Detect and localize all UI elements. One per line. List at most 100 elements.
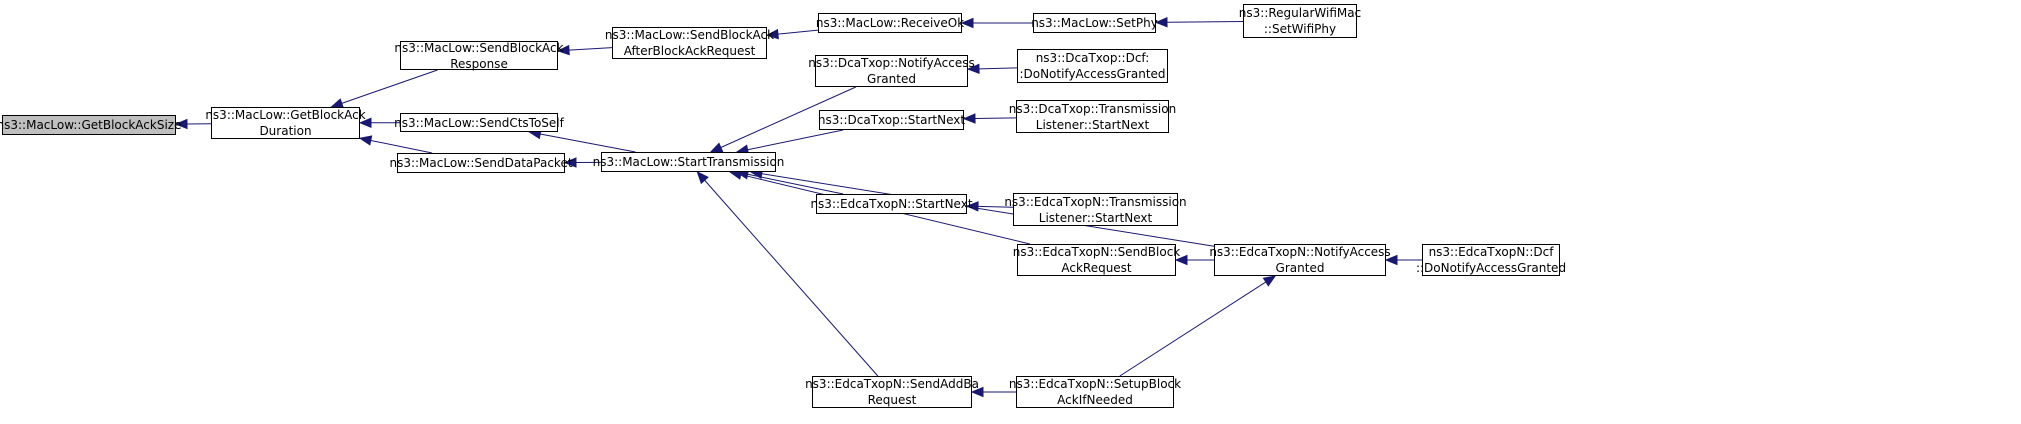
node-label-line: Granted — [867, 72, 916, 86]
edge-n17-to-n16 — [1174, 254, 1214, 266]
node-label-line: ns3::DcaTxop::NotifyAccess — [808, 56, 975, 70]
edge-line — [777, 29, 819, 35]
node-maclow-setphy[interactable]: ns3::MacLow::SetPhy — [1031, 13, 1158, 33]
edge-n19-to-n6 — [696, 171, 879, 377]
node-label: ns3::MacLow::SendDataPacket — [389, 155, 572, 171]
node-label-line: ns3::DcaTxop::Transmission — [1008, 101, 1177, 116]
edge-n13-to-n12 — [962, 113, 1017, 124]
node-label-line: Response — [450, 56, 508, 71]
node-regularwifimac-setwifiphy[interactable]: ns3::RegularWifiMac::SetWifiPhy — [1239, 4, 1361, 38]
node-label-line: ns3::MacLow::StartTransmission — [592, 155, 785, 169]
node-maclow-senddatapacket[interactable]: ns3::MacLow::SendDataPacket — [389, 153, 573, 173]
node-label: ns3::MacLow::GetBlockAckSize — [0, 117, 181, 133]
edge-n4-to-n1 — [358, 135, 433, 154]
node-label-line: ns3::MacLow::ReceiveOk — [815, 16, 965, 30]
node-label: ns3::MacLow::SetPhy — [1031, 15, 1158, 31]
edge-n20-to-n17 — [1119, 275, 1277, 377]
edge-line — [978, 67, 1018, 70]
node-label: ns3::DcaTxop::StartNext — [818, 112, 965, 128]
edge-n5-to-n2 — [556, 44, 613, 56]
node-label: ns3::RegularWifiMac::SetWifiPhy — [1239, 5, 1361, 37]
arrowhead-icon — [709, 142, 724, 153]
edge-line — [568, 47, 613, 51]
node-label-line: Listener::StartNext — [1038, 210, 1153, 225]
arrowhead-icon — [358, 135, 373, 146]
arrowhead-icon — [966, 63, 980, 75]
edge-n2-to-n1 — [330, 69, 438, 109]
edge-line — [341, 69, 438, 104]
edge-n6-to-n4 — [563, 157, 602, 168]
node-label-line: ns3::EdcaTxopN::Dcf — [1428, 245, 1554, 259]
node-label-line: AckRequest — [1061, 261, 1132, 275]
node-label-line: ns3::MacLow::SetPhy — [1031, 16, 1158, 30]
node-label-line: ns3::EdcaTxopN::NotifyAccess — [1209, 245, 1391, 259]
edge-line — [977, 205, 1014, 208]
edge-line — [540, 133, 636, 153]
node-edcatxopn-dcf-donotifyaccessgranted[interactable]: ns3::EdcaTxopN::Dcf::DoNotifyAccessGrant… — [1416, 244, 1566, 276]
node-label-line: AfterBlockAckRequest — [623, 44, 756, 58]
node-label-line: Request — [867, 393, 917, 407]
edge-line — [1119, 281, 1267, 377]
arrowhead-icon — [358, 117, 372, 129]
node-label-line: Duration — [259, 124, 312, 138]
edge-line — [720, 86, 857, 148]
node-label-line: ::DoNotifyAccessGranted — [1415, 261, 1567, 275]
node-label-line: Listener::StartNext — [1035, 117, 1150, 132]
edge-n7-to-n5 — [765, 28, 819, 40]
node-edcatxopn-startnext[interactable]: ns3::EdcaTxopN::StartNext — [810, 194, 973, 214]
node-label-line: ns3::EdcaTxopN::SendAddBa — [805, 377, 979, 391]
node-label-line: ns3::DcaTxop::StartNext — [817, 113, 966, 127]
node-label: ns3::DcaTxop::Dcf::DoNotifyAccessGranted — [1019, 50, 1165, 82]
edge-line — [974, 117, 1017, 120]
edge-n1-to-n0 — [174, 118, 212, 130]
edge-n20-to-n19 — [970, 386, 1016, 398]
node-maclow-receiveok[interactable]: ns3::MacLow::ReceiveOk — [815, 13, 965, 33]
arrowhead-icon — [563, 157, 577, 168]
arrowhead-icon — [1154, 17, 1168, 28]
node-dcatxop-dcf-donotifyaccessgranted[interactable]: ns3::DcaTxop::Dcf::DoNotifyAccessGranted — [1017, 49, 1168, 83]
edge-n12-to-n6 — [735, 129, 844, 155]
node-label-line: ns3::MacLow::GetBlockAck — [205, 108, 366, 122]
edge-line — [704, 179, 879, 377]
node-dcatxop-startnext[interactable]: ns3::DcaTxop::StartNext — [818, 110, 965, 130]
node-label-line: ns3::MacLow::SendDataPacket — [389, 156, 573, 170]
arrowhead-icon — [970, 386, 984, 398]
edge-line — [747, 173, 844, 195]
node-maclow-starttransmission[interactable]: ns3::MacLow::StartTransmission — [593, 152, 784, 172]
arrowhead-icon — [174, 118, 188, 130]
node-maclow-sendctstoself[interactable]: ns3::MacLow::SendCtsToSelf — [394, 113, 564, 132]
edge-line — [1166, 21, 1244, 23]
node-label-line: ns3::MacLow::SendBlockAck — [604, 28, 775, 42]
node-label-line: ns3::DcaTxop::Dcf: — [1035, 51, 1150, 65]
node-maclow-getblockacksize: ns3::MacLow::GetBlockAckSize — [0, 115, 181, 135]
arrowhead-icon — [962, 113, 976, 124]
arrowhead-icon — [556, 44, 570, 56]
node-label-line: ns3::MacLow::GetBlockAckSize — [0, 118, 182, 132]
node-label-line: ns3::MacLow::SendCtsToSelf — [394, 115, 564, 130]
edge-n11-to-n10 — [966, 63, 1018, 75]
node-label-line: Granted — [1275, 261, 1325, 275]
arrowhead-icon — [1262, 275, 1277, 287]
edge-n15-to-n14 — [965, 201, 1014, 212]
node-label: ns3::MacLow::SendCtsToSelf — [394, 115, 564, 131]
edge-n18-to-n17 — [1384, 254, 1422, 266]
node-label-line: AckIfNeeded — [1057, 393, 1133, 407]
